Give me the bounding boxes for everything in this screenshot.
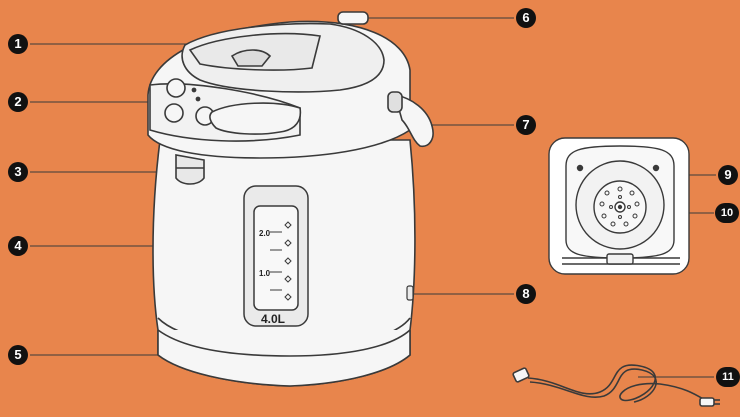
panel-button-top bbox=[167, 79, 185, 97]
gauge-mark-2: 2.0 bbox=[259, 229, 271, 238]
callout-10: 10 bbox=[715, 203, 739, 223]
callout-9: 9 bbox=[718, 165, 738, 185]
pot-base bbox=[158, 330, 410, 386]
dispense-lever bbox=[210, 103, 300, 134]
callout-5: 5 bbox=[8, 345, 28, 365]
pot-top bbox=[148, 12, 410, 158]
capacity-label: 4.0L bbox=[261, 312, 285, 326]
lid-release-button bbox=[338, 12, 368, 24]
bottom-view-inset bbox=[549, 138, 689, 274]
callout-3: 3 bbox=[8, 162, 28, 182]
callout-7: 7 bbox=[516, 115, 536, 135]
gauge-mark-1: 1.0 bbox=[259, 269, 271, 278]
callout-8: 8 bbox=[516, 284, 536, 304]
water-gauge bbox=[244, 186, 308, 326]
callout-2: 2 bbox=[8, 92, 28, 112]
callout-1: 1 bbox=[8, 34, 28, 54]
callout-11: 11 bbox=[716, 367, 740, 387]
power-socket bbox=[407, 286, 413, 300]
power-cord bbox=[513, 365, 720, 406]
callout-6: 6 bbox=[516, 8, 536, 28]
callout-4: 4 bbox=[8, 236, 28, 256]
spout bbox=[176, 155, 204, 184]
panel-button-left bbox=[165, 104, 183, 122]
